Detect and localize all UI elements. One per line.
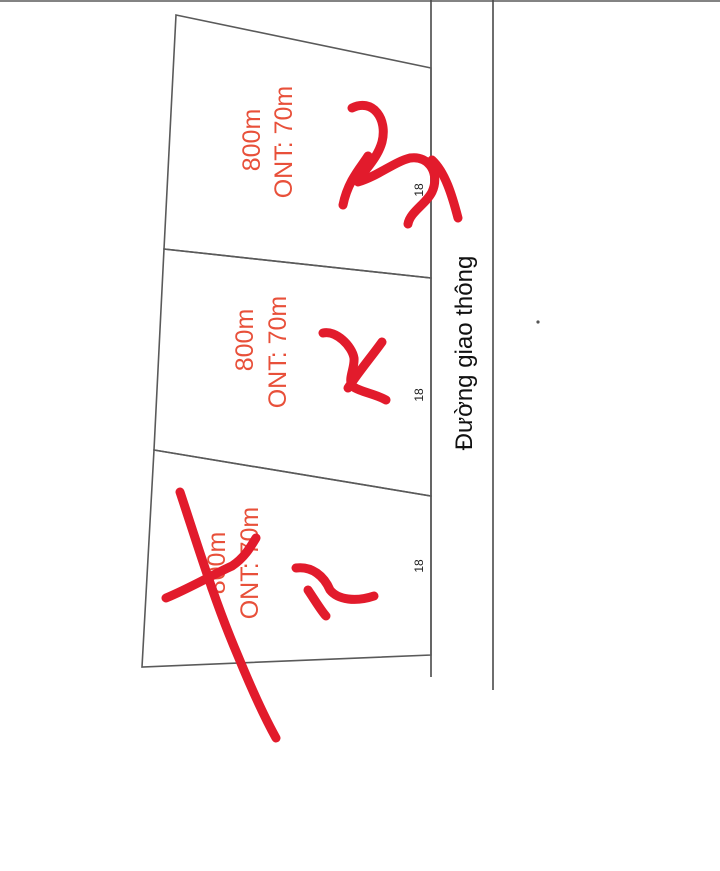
lot-2-boundary [153,248,432,497]
lot-3-land-use: ONT: 70m [270,86,298,199]
lot-2-frontage: 18 [412,388,426,402]
lot-1-boundary [141,449,432,668]
handwritten-number-1-mark [291,563,379,621]
handwritten-number-2-mark [318,328,391,405]
lot-1-frontage: 18 [412,559,426,573]
lot-3-frontage: 18 [412,183,426,197]
handwritten-number-3-mark [338,100,463,229]
cross-out-mark [161,487,281,743]
lot-2-land-use: ONT: 70m [264,296,292,409]
lot-2-area: 800m [231,309,259,372]
road-label: Đường giao thông [451,256,478,451]
stray-dot [536,320,540,324]
lot-3-area: 800m [238,109,266,172]
